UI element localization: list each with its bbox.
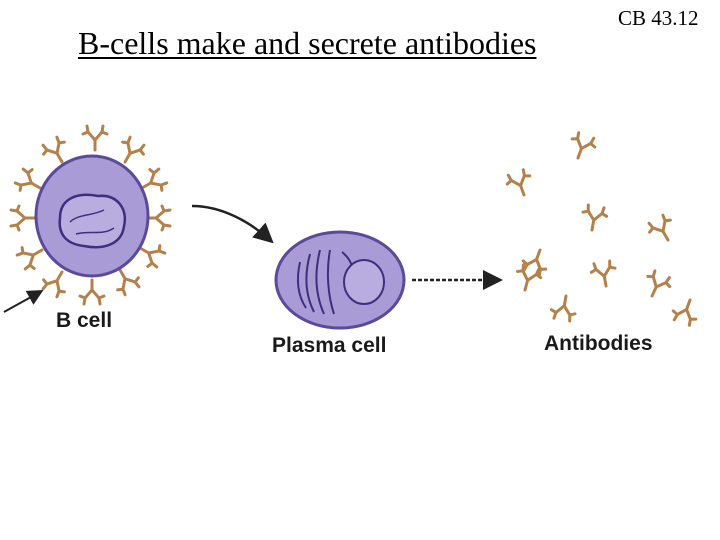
slide-reference: CB 43.12 [618,6,699,30]
arrow-bcell-to-plasma [191,204,274,244]
b-cell-nucleus [58,193,127,249]
plasma-cell-nucleus [343,259,385,305]
incoming-arrow [3,290,44,313]
secreted-antibodies [503,129,703,329]
plasma-cell-body [274,230,406,330]
plasma-cell [274,230,406,330]
b-cell-label: B cell [56,309,112,332]
antibodies-label: Antibodies [544,332,653,355]
slide-title: B-cells make and secrete antibodies [78,25,537,61]
b-cell [9,124,172,306]
plasma-cell-label: Plasma cell [272,334,386,357]
